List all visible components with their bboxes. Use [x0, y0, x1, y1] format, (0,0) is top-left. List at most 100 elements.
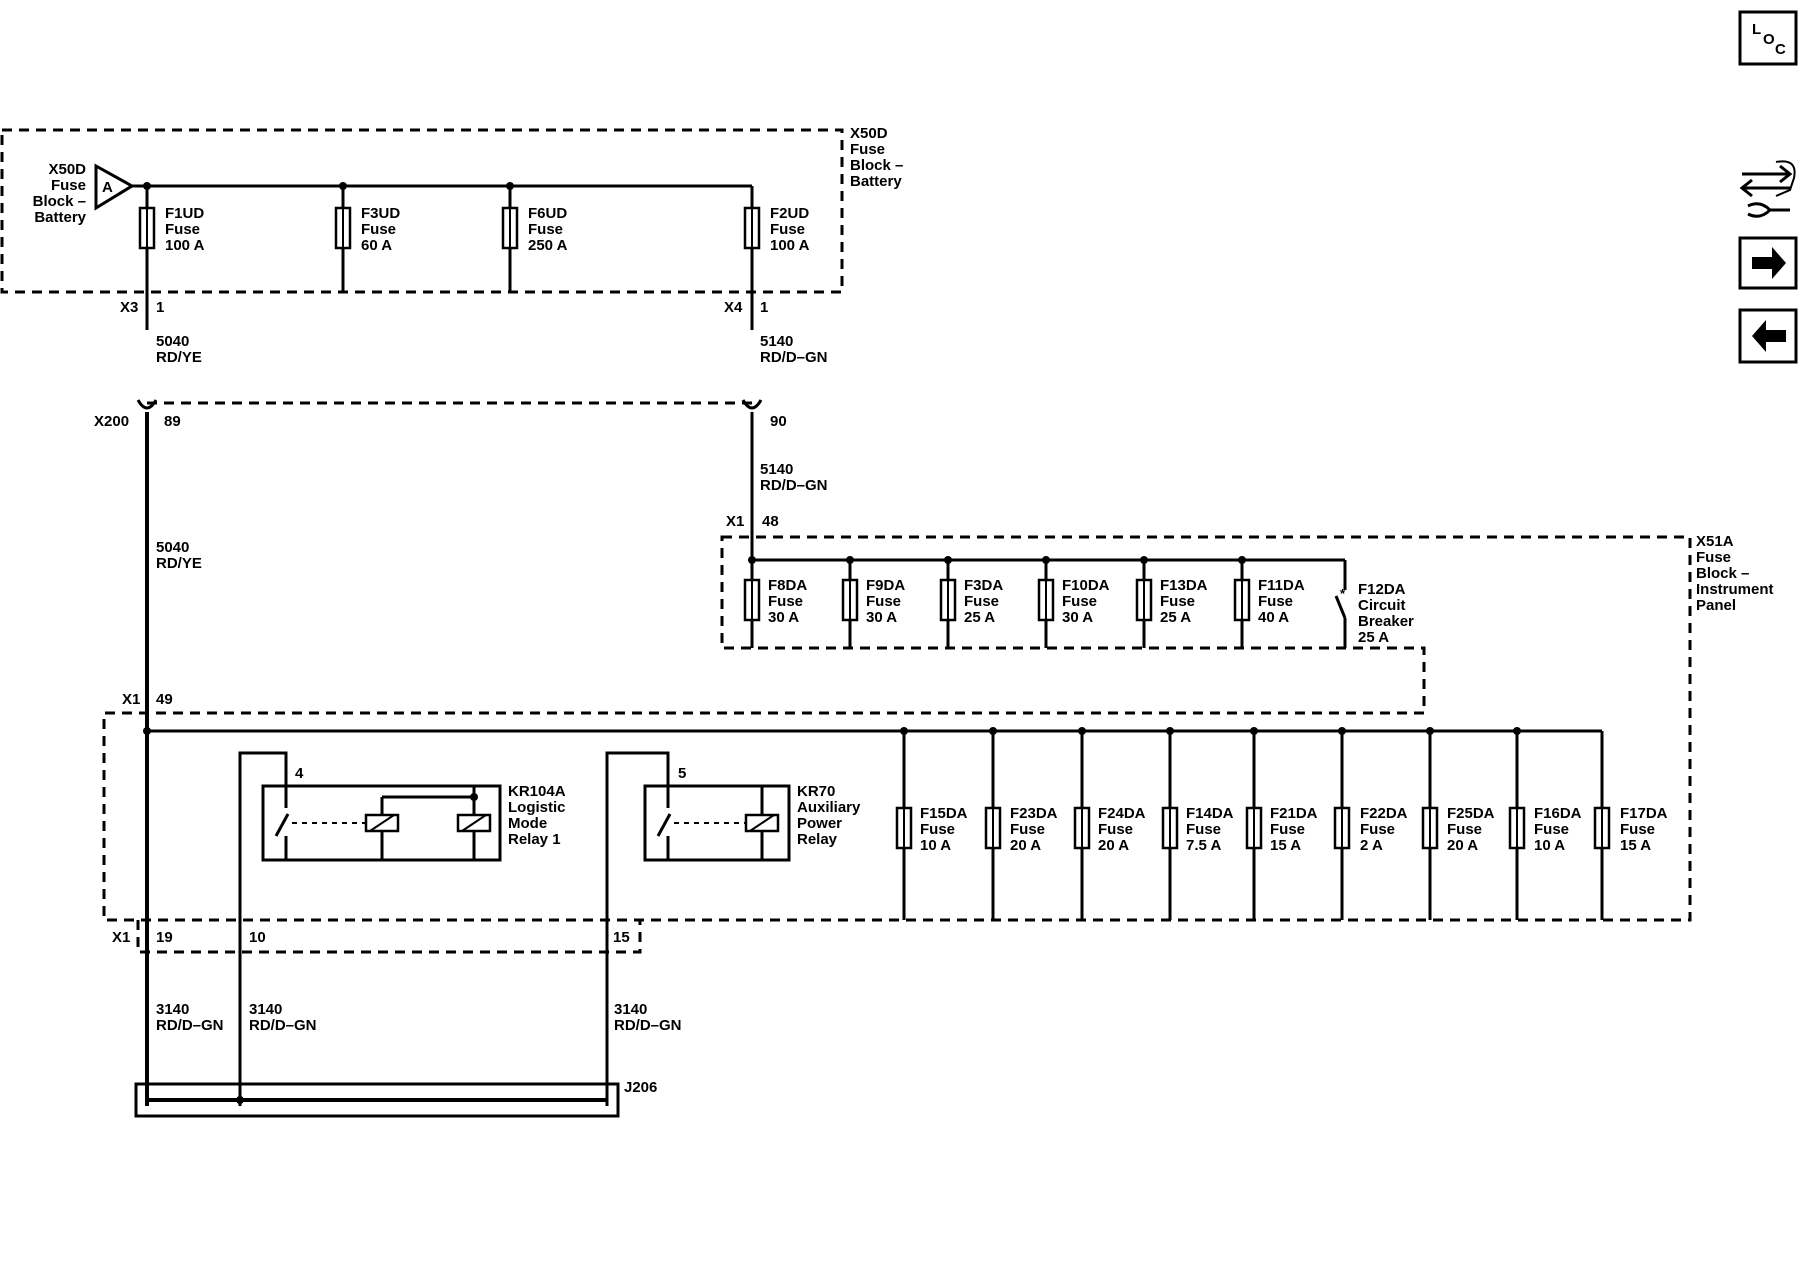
svg-text:30 A: 30 A: [1062, 609, 1093, 626]
svg-text:Fuse: Fuse: [1696, 549, 1731, 566]
previous-page-button[interactable]: [1738, 308, 1798, 364]
svg-text:Fuse: Fuse: [768, 593, 803, 610]
svg-text:F6UD: F6UD: [528, 205, 567, 222]
fuse-f25da: F25DA Fuse 20 A: [1421, 805, 1495, 854]
fuse-f23da: F23DA Fuse 20 A: [984, 805, 1058, 854]
relay-kr104a-label: KR104A Logistic Mode Relay 1: [508, 783, 566, 848]
svg-text:F21DA: F21DA: [1270, 805, 1318, 822]
relay-2-feed-wire: [605, 751, 670, 1106]
relay-kr70: [643, 784, 791, 862]
connector-x1-48-label: X1 48: [726, 513, 779, 530]
svg-text:10 A: 10 A: [1534, 837, 1565, 854]
svg-text:RD/D–GN: RD/D–GN: [249, 1017, 317, 1034]
location-button[interactable]: L O C: [1738, 10, 1798, 66]
wire-5040-upper-label: 5040 RD/YE: [156, 333, 202, 366]
svg-text:Fuse: Fuse: [1258, 593, 1293, 610]
fuse-f3ud: F3UD Fuse 60 A: [334, 205, 400, 254]
svg-text:F16DA: F16DA: [1534, 805, 1582, 822]
svg-text:100 A: 100 A: [770, 237, 810, 254]
svg-text:F24DA: F24DA: [1098, 805, 1146, 822]
svg-text:10: 10: [249, 929, 266, 946]
svg-text:F10DA: F10DA: [1062, 577, 1110, 594]
wire-3140-c-label: 3140 RD/D–GN: [614, 1001, 682, 1034]
svg-text:X50D: X50D: [850, 125, 888, 142]
fuse-f3da: F3DA Fuse 25 A: [939, 577, 1003, 626]
fuse-f17da: F17DA Fuse 15 A: [1593, 805, 1668, 854]
connector-view-icon[interactable]: [1739, 160, 1796, 218]
svg-text:F9DA: F9DA: [866, 577, 905, 594]
svg-text:Battery: Battery: [34, 209, 86, 226]
arrow-right-icon: [1752, 247, 1786, 279]
svg-text:1: 1: [760, 299, 768, 316]
svg-text:48: 48: [762, 513, 779, 530]
svg-text:Fuse: Fuse: [361, 221, 396, 238]
svg-text:Relay: Relay: [797, 831, 838, 848]
svg-text:Mode: Mode: [508, 815, 547, 832]
svg-text:Fuse: Fuse: [1447, 821, 1482, 838]
svg-text:RD/D–GN: RD/D–GN: [156, 1017, 224, 1034]
svg-text:Instrument: Instrument: [1696, 581, 1774, 598]
svg-text:X1: X1: [726, 513, 744, 530]
svg-text:F25DA: F25DA: [1447, 805, 1495, 822]
svg-text:89: 89: [164, 413, 181, 430]
svg-text:F23DA: F23DA: [1010, 805, 1058, 822]
connector-x1-49-label: X1 49: [122, 691, 173, 708]
svg-text:3140: 3140: [249, 1001, 282, 1018]
svg-text:25 A: 25 A: [1358, 629, 1389, 646]
svg-text:F12DA: F12DA: [1358, 581, 1406, 598]
loc-o-text: O: [1763, 31, 1775, 48]
svg-text:20 A: 20 A: [1447, 837, 1478, 854]
svg-text:Breaker: Breaker: [1358, 613, 1414, 630]
svg-text:5040: 5040: [156, 539, 189, 556]
svg-text:*: *: [1340, 586, 1346, 601]
fuse-f10da: F10DA Fuse 30 A: [1037, 577, 1110, 626]
wire-5140-upper-label: 5140 RD/D–GN: [760, 333, 828, 366]
svg-text:X1: X1: [122, 691, 140, 708]
svg-text:40 A: 40 A: [1258, 609, 1289, 626]
svg-text:Fuse: Fuse: [1098, 821, 1133, 838]
svg-text:Fuse: Fuse: [964, 593, 999, 610]
svg-text:F1UD: F1UD: [165, 205, 204, 222]
wire-5040-lower-label: 5040 RD/YE: [156, 539, 202, 572]
fuse-f8da: F8DA Fuse 30 A: [743, 577, 807, 626]
svg-text:49: 49: [156, 691, 173, 708]
relay-kr70-label: KR70 Auxiliary Power Relay: [797, 783, 861, 848]
fuse-f15da: F15DA Fuse 10 A: [895, 805, 968, 854]
svg-text:20 A: 20 A: [1010, 837, 1041, 854]
svg-text:RD/YE: RD/YE: [156, 349, 202, 366]
svg-text:Fuse: Fuse: [165, 221, 200, 238]
fuse-f14da: F14DA Fuse 7.5 A: [1161, 805, 1234, 854]
svg-text:A: A: [102, 179, 113, 196]
relay-1-pin-label: 4: [295, 765, 304, 782]
svg-text:F2UD: F2UD: [770, 205, 809, 222]
svg-text:Fuse: Fuse: [1010, 821, 1045, 838]
svg-text:Fuse: Fuse: [1186, 821, 1221, 838]
svg-text:Circuit: Circuit: [1358, 597, 1406, 614]
battery-connector-a: A: [94, 163, 135, 211]
fuse-f13da: F13DA Fuse 25 A: [1135, 577, 1208, 626]
svg-text:3140: 3140: [614, 1001, 647, 1018]
fuse-f21da: F21DA Fuse 15 A: [1245, 805, 1318, 854]
svg-text:F3DA: F3DA: [964, 577, 1003, 594]
svg-text:90: 90: [770, 413, 787, 430]
svg-text:19: 19: [156, 929, 173, 946]
svg-text:X4: X4: [724, 299, 743, 316]
x200-pin-90-symbol: [741, 399, 763, 410]
svg-text:Fuse: Fuse: [1062, 593, 1097, 610]
fuse-f16da: F16DA Fuse 10 A: [1508, 805, 1582, 854]
svg-text:Fuse: Fuse: [866, 593, 901, 610]
svg-text:Power: Power: [797, 815, 842, 832]
next-page-button[interactable]: [1738, 236, 1798, 290]
svg-text:KR104A: KR104A: [508, 783, 566, 800]
loc-c-text: C: [1775, 41, 1786, 58]
relay-kr104a: [261, 784, 502, 862]
svg-text:25 A: 25 A: [1160, 609, 1191, 626]
svg-text:RD/YE: RD/YE: [156, 555, 202, 572]
splice-j206-label: J206: [624, 1079, 657, 1096]
battery-fuse-block-boundary: [0, 128, 844, 294]
svg-text:Fuse: Fuse: [51, 177, 86, 194]
svg-text:250 A: 250 A: [528, 237, 568, 254]
svg-text:X51A: X51A: [1696, 533, 1734, 550]
svg-text:X3: X3: [120, 299, 138, 316]
